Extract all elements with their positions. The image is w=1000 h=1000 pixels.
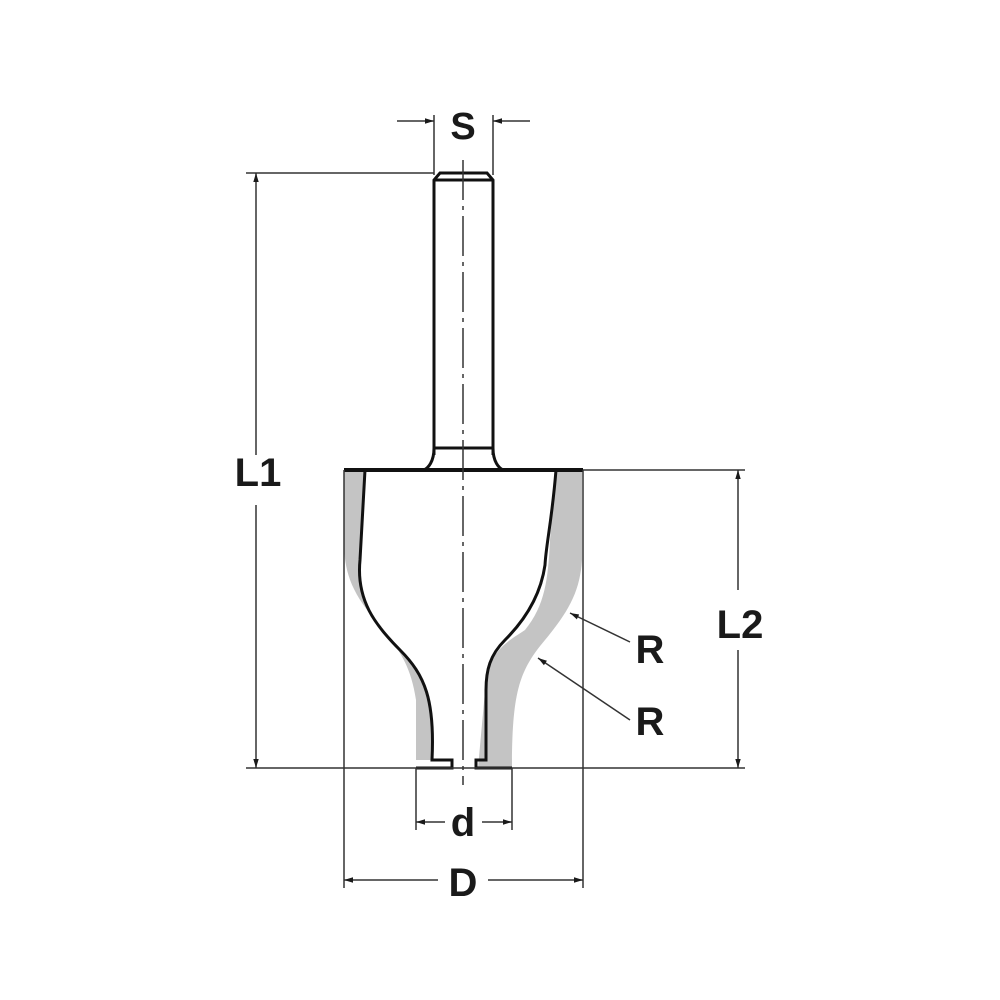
label-small-diameter: d [451,801,475,845]
dimension-lines [246,115,745,888]
label-radius-upper: R [636,628,665,672]
label-shank-diameter: S [450,106,475,148]
label-radius-lower: R [636,700,665,744]
label-cutting-diameter: D [449,861,478,905]
cutter-wing-left [344,470,433,760]
label-cutting-length: L2 [717,603,764,647]
label-overall-length: L1 [235,451,282,495]
cutter-wing-right [478,470,582,768]
bit-body-outline [357,469,558,770]
